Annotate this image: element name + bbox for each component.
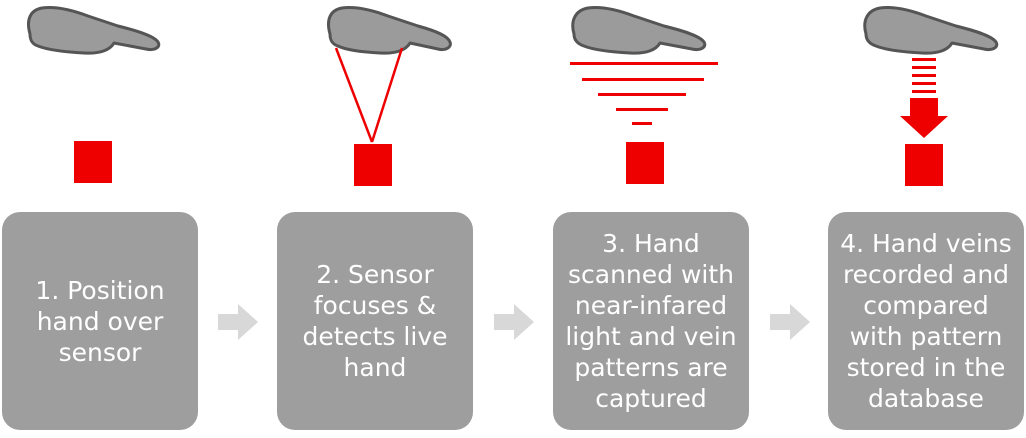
record-compare-icon [863, 6, 999, 186]
step-label-1: 1. Position hand over sensor [35, 275, 165, 367]
step-label-2: 2. Sensor focuses & detects live hand [302, 260, 448, 382]
sensor-square [354, 144, 392, 186]
arrow-right-icon [770, 304, 810, 340]
sensor-square [905, 144, 943, 186]
hand-over-sensor-icon [27, 6, 161, 183]
sensor-focus-icon [327, 6, 452, 186]
step-label-3: 3. Hand scanned with near-infared light … [565, 229, 737, 413]
step-box-2: 2. Sensor focuses & detects live hand [277, 212, 473, 430]
step-box-4: 4. Hand veins recorded and compared with… [828, 212, 1024, 430]
step-label-4: 4. Hand veins recorded and compared with… [840, 229, 1012, 413]
infrared-scan-lines [570, 62, 718, 125]
hand-icon [327, 6, 452, 55]
hand-icon [27, 6, 161, 55]
step-box-1: 1. Position hand over sensor [2, 212, 198, 430]
arrow-down-icon [900, 98, 948, 138]
sensor-square [74, 141, 112, 183]
arrow-right-icon [218, 304, 258, 340]
focus-beam-lines [334, 47, 404, 143]
hand-icon [571, 6, 707, 55]
hand-icon [863, 6, 999, 55]
step-box-3: 3. Hand scanned with near-infared light … [553, 212, 749, 430]
sensor-square [626, 142, 664, 184]
signal-dash-lines [912, 58, 936, 93]
arrow-right-icon [494, 304, 534, 340]
infrared-scan-icon [570, 6, 718, 184]
